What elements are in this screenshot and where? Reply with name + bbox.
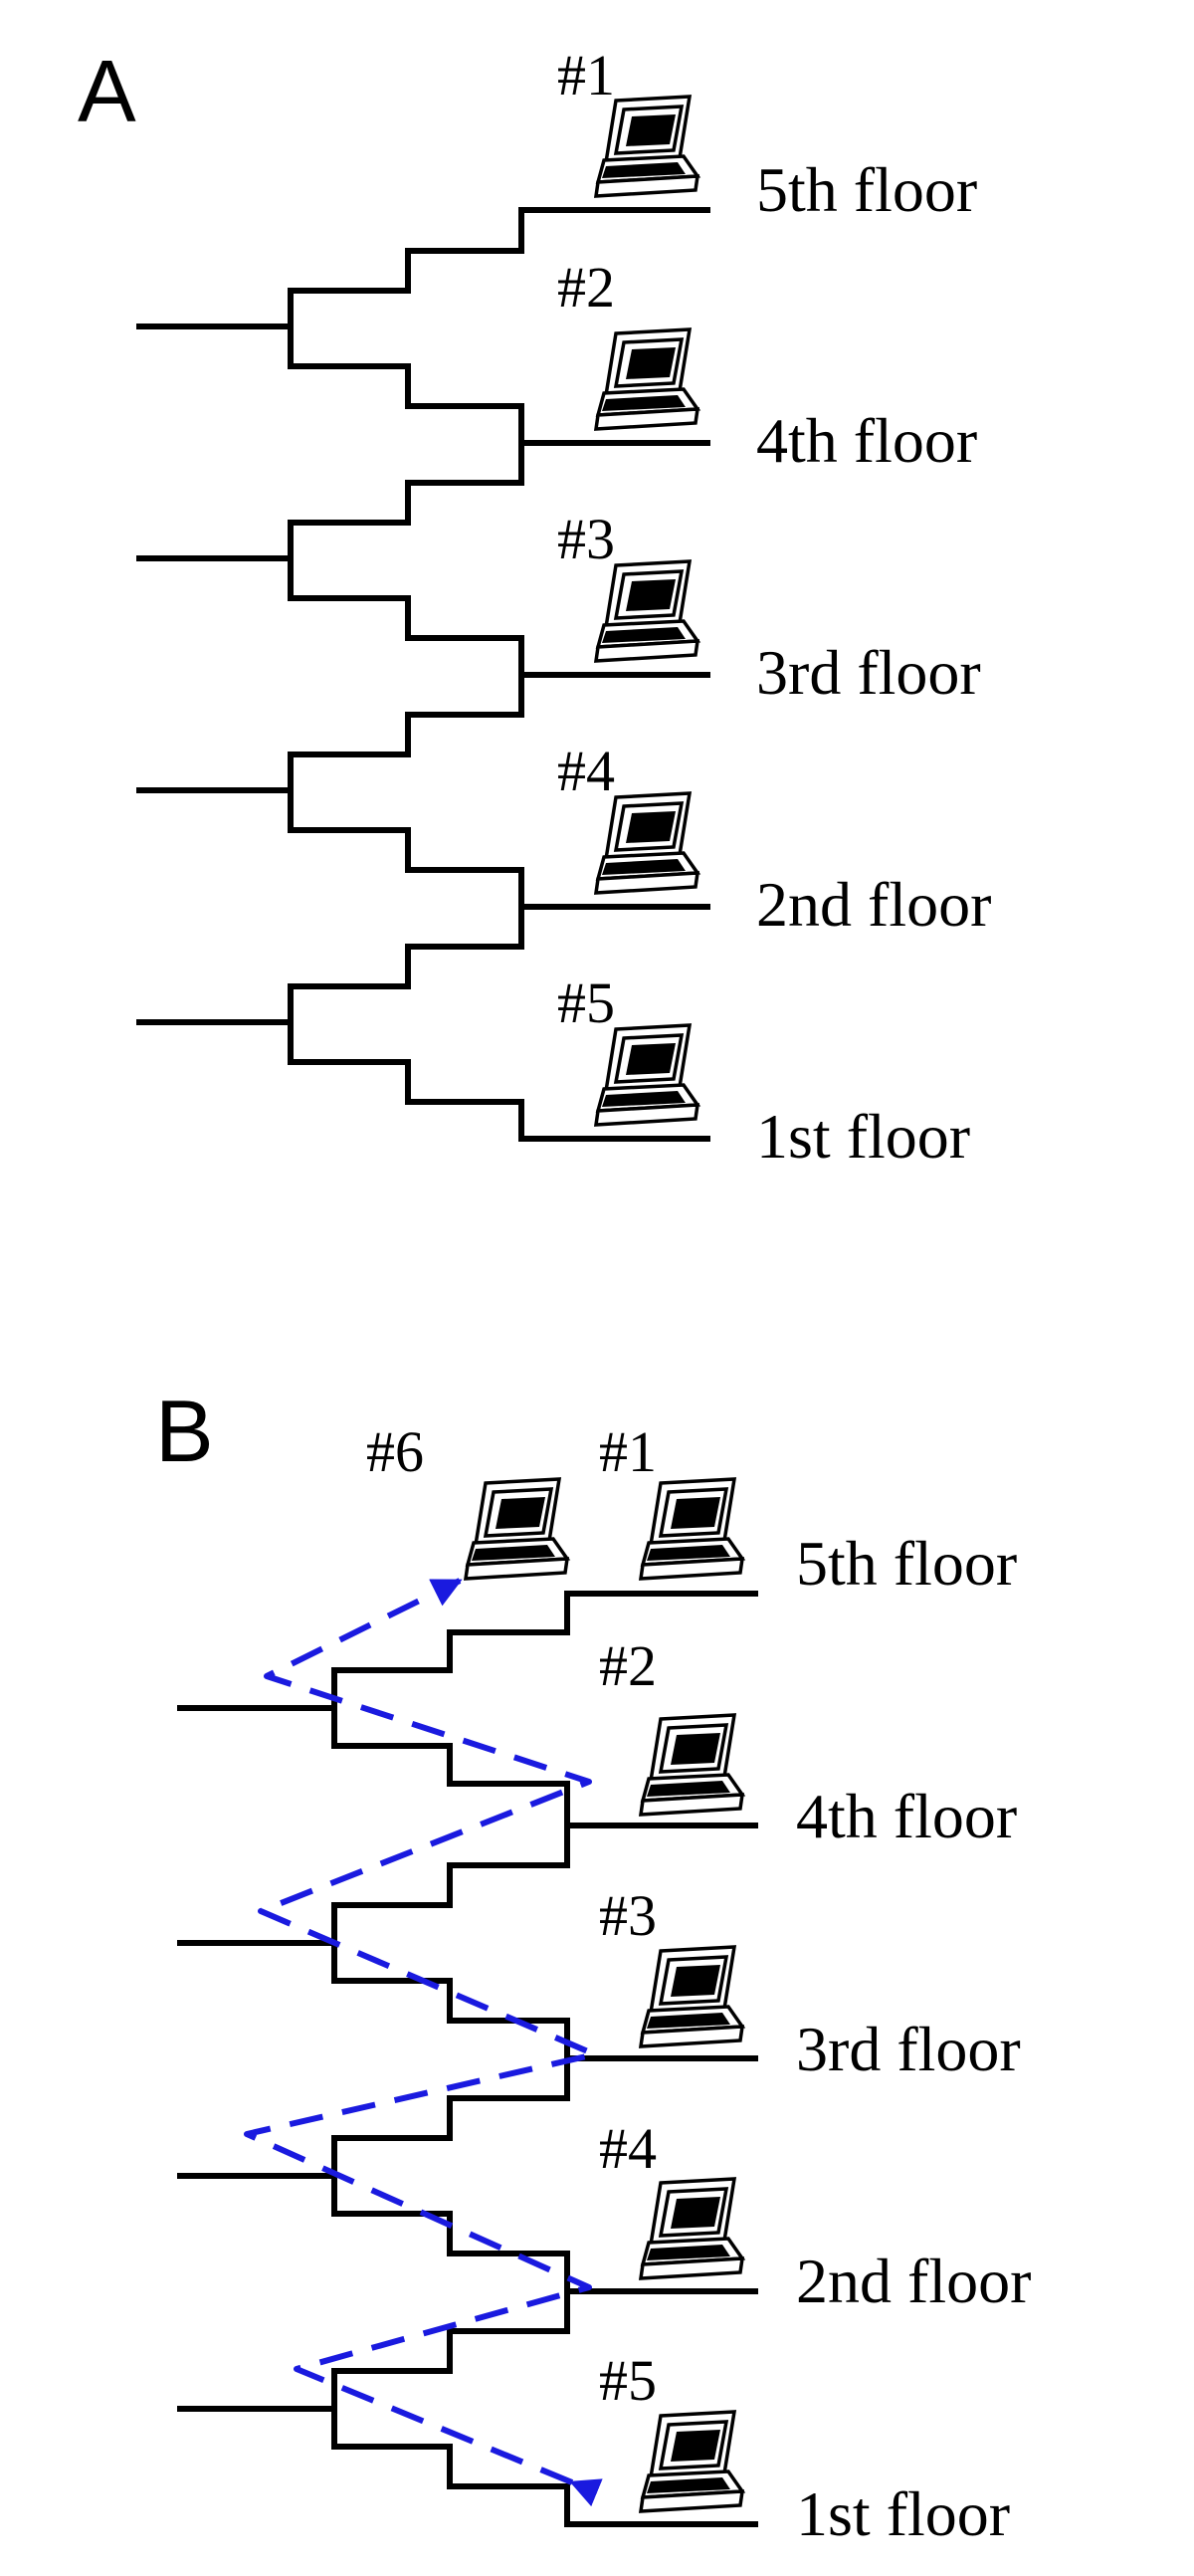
floor-label-a-1: 1st floor — [756, 1101, 970, 1172]
panel-b-label: B — [155, 1382, 214, 1480]
laptop-id-b-1: #1 — [599, 1419, 657, 1484]
laptop-id-a-1: #1 — [557, 43, 615, 107]
floor-label-b-1: 1st floor — [796, 2478, 1010, 2549]
panel-a: A #1 #2 #3 #4 #5 5th floor 4th floor 3rd… — [78, 42, 991, 1172]
floor-label-b-3: 3rd floor — [796, 2014, 1021, 2084]
laptop-id-a-3: #3 — [557, 507, 615, 571]
laptop-id-b-3: #3 — [599, 1883, 657, 1948]
laptop-id-b-4: #4 — [599, 2116, 657, 2181]
panel-b: B #6 #1 #2 #3 #4 #5 5th floor 4th floor … — [155, 1382, 1031, 2549]
laptop-id-b-6: #6 — [366, 1419, 424, 1484]
laptop-icon — [464, 1477, 569, 1581]
laptop-icon — [639, 1945, 744, 2048]
laptop-id-a-2: #2 — [557, 255, 615, 320]
laptop-icon — [639, 1477, 744, 1581]
floor-label-b-4: 4th floor — [796, 1781, 1017, 1851]
laptop-id-b-2: #2 — [599, 1633, 657, 1698]
laptop-icon — [594, 95, 699, 198]
laptop-icon — [594, 559, 699, 663]
panel-a-label: A — [78, 42, 136, 140]
floor-label-a-5: 5th floor — [756, 154, 977, 225]
laptop-id-a-4: #4 — [557, 739, 615, 803]
laptop-icon — [594, 327, 699, 431]
floor-label-b-2: 2nd floor — [796, 2246, 1031, 2316]
laptop-id-a-5: #5 — [557, 970, 615, 1035]
laptop-id-b-5: #5 — [599, 2348, 657, 2413]
laptop-icon — [639, 2410, 744, 2513]
wifi-route — [244, 1578, 603, 2507]
floor-label-a-3: 3rd floor — [756, 637, 981, 708]
floor-label-a-2: 2nd floor — [756, 869, 991, 940]
laptop-icon — [639, 1713, 744, 1817]
laptop-icon — [594, 791, 699, 895]
laptop-icon — [594, 1023, 699, 1127]
laptop-icon — [639, 2177, 744, 2280]
floor-label-a-4: 4th floor — [756, 405, 977, 476]
floor-label-b-5: 5th floor — [796, 1528, 1017, 1599]
